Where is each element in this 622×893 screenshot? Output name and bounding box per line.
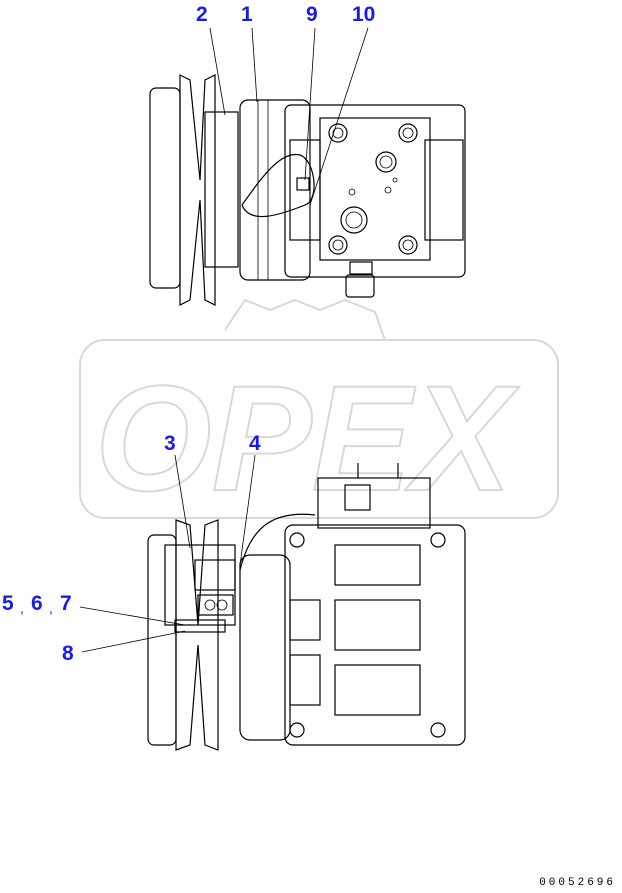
callout-separator: , [49,600,53,616]
callout-separator: , [20,600,24,616]
drawing-code: 00052696 [539,877,616,889]
opex-watermark: OPEX [79,298,559,523]
callout-7: 7 [60,592,72,615]
callout-9: 9 [306,3,318,26]
callout-1: 1 [241,3,253,26]
callout-8: 8 [62,642,74,665]
compressor-side-view [147,463,466,751]
callout-2: 2 [196,3,208,26]
callout-10: 10 [352,3,376,26]
callout-4: 4 [249,432,261,455]
svg-text:OPEX: OPEX [95,354,520,522]
leader-lines [79,27,369,653]
callout-3: 3 [164,432,176,455]
callout-6: 6 [31,592,43,615]
callout-5: 5 [2,592,14,615]
compressor-top-view [149,74,466,306]
